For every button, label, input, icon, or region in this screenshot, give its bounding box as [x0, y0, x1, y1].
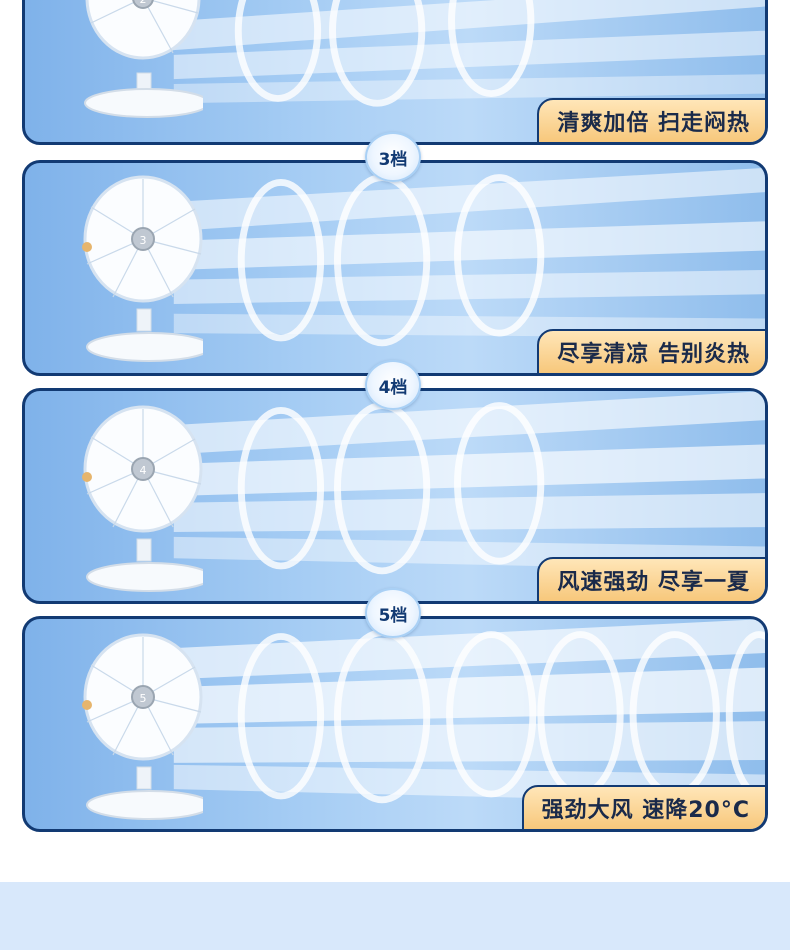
wind-panel-gear-3: 3 尽享清凉 告别炎热	[22, 160, 768, 376]
fan-badge-number: 3	[140, 234, 147, 247]
footer-band	[0, 882, 790, 950]
caption-label: 风速强劲 尽享一夏	[537, 557, 765, 601]
caption-label: 尽享清凉 告别炎热	[537, 329, 765, 373]
gear-badge-5: 5档	[365, 588, 421, 638]
wind-panel-gear-2: 2 清爽加倍 扫走闷热	[22, 0, 768, 145]
gear-badge-3: 3档	[365, 132, 421, 182]
gear-badge-4: 4档	[365, 360, 421, 410]
fan-badge-number: 2	[140, 0, 147, 6]
fan-badge-number: 4	[140, 464, 147, 477]
wind-stream-graphic	[173, 0, 765, 107]
desk-fan-image: 3	[82, 175, 203, 362]
desk-fan-image: 2	[84, 0, 203, 118]
wind-panel-gear-4: 4 风速强劲 尽享一夏	[22, 388, 768, 604]
caption-label: 清爽加倍 扫走闷热	[537, 98, 765, 142]
caption-label: 强劲大风 速降20°C	[521, 785, 765, 829]
wind-panel-gear-5: 5 强劲大风 速降20°C	[22, 616, 768, 832]
wind-stream-graphic	[173, 391, 765, 575]
desk-fan-image: 5	[82, 633, 203, 820]
fan-badge-number: 5	[140, 692, 147, 705]
desk-fan-image: 4	[82, 405, 203, 592]
wind-stream-graphic	[173, 619, 765, 804]
